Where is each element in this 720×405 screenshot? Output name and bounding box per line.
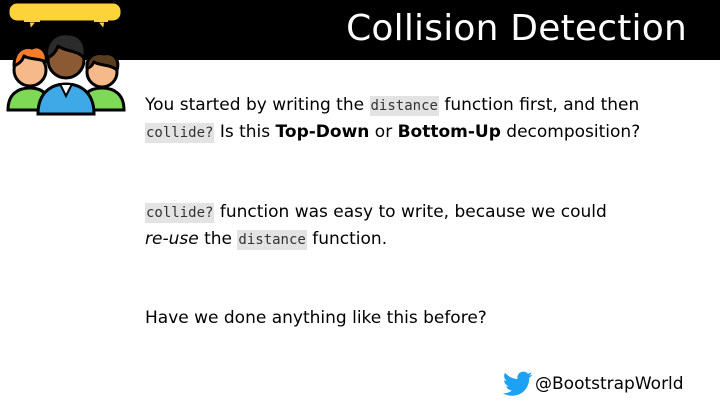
closing-question: Have we done anything like this before? (145, 308, 487, 328)
title-bar: Collision Detection (0, 0, 720, 60)
text-segment: decomposition? (500, 122, 641, 142)
slide-title: Collision Detection (346, 8, 687, 49)
text-segment: function was easy to write, because we c… (214, 202, 607, 222)
twitter-credit: @BootstrapWorld (503, 371, 684, 397)
collide-code: collide? (145, 123, 215, 143)
distance-code: distance (237, 230, 307, 250)
text-segment: You started by writing the (145, 95, 370, 115)
distance-code: distance (369, 96, 439, 116)
text-segment: function. (306, 229, 388, 249)
reuse-term: re-use (145, 229, 199, 249)
bottom-up-term: Bottom-Up (397, 122, 501, 142)
text-segment: or (369, 122, 398, 142)
text-segment: Is this (214, 122, 276, 142)
people-discussion-icon (6, 0, 126, 116)
text-segment: the (198, 229, 238, 249)
text-segment: function first, and then (438, 95, 640, 115)
twitter-handle[interactable]: @BootstrapWorld (535, 374, 684, 394)
top-down-term: Top-Down (275, 122, 370, 142)
question-paragraph: You started by writing the distance func… (145, 92, 705, 146)
twitter-bird-icon (503, 371, 533, 396)
collide-code: collide? (145, 203, 215, 223)
reuse-paragraph: collide? function was easy to write, bec… (145, 199, 705, 253)
